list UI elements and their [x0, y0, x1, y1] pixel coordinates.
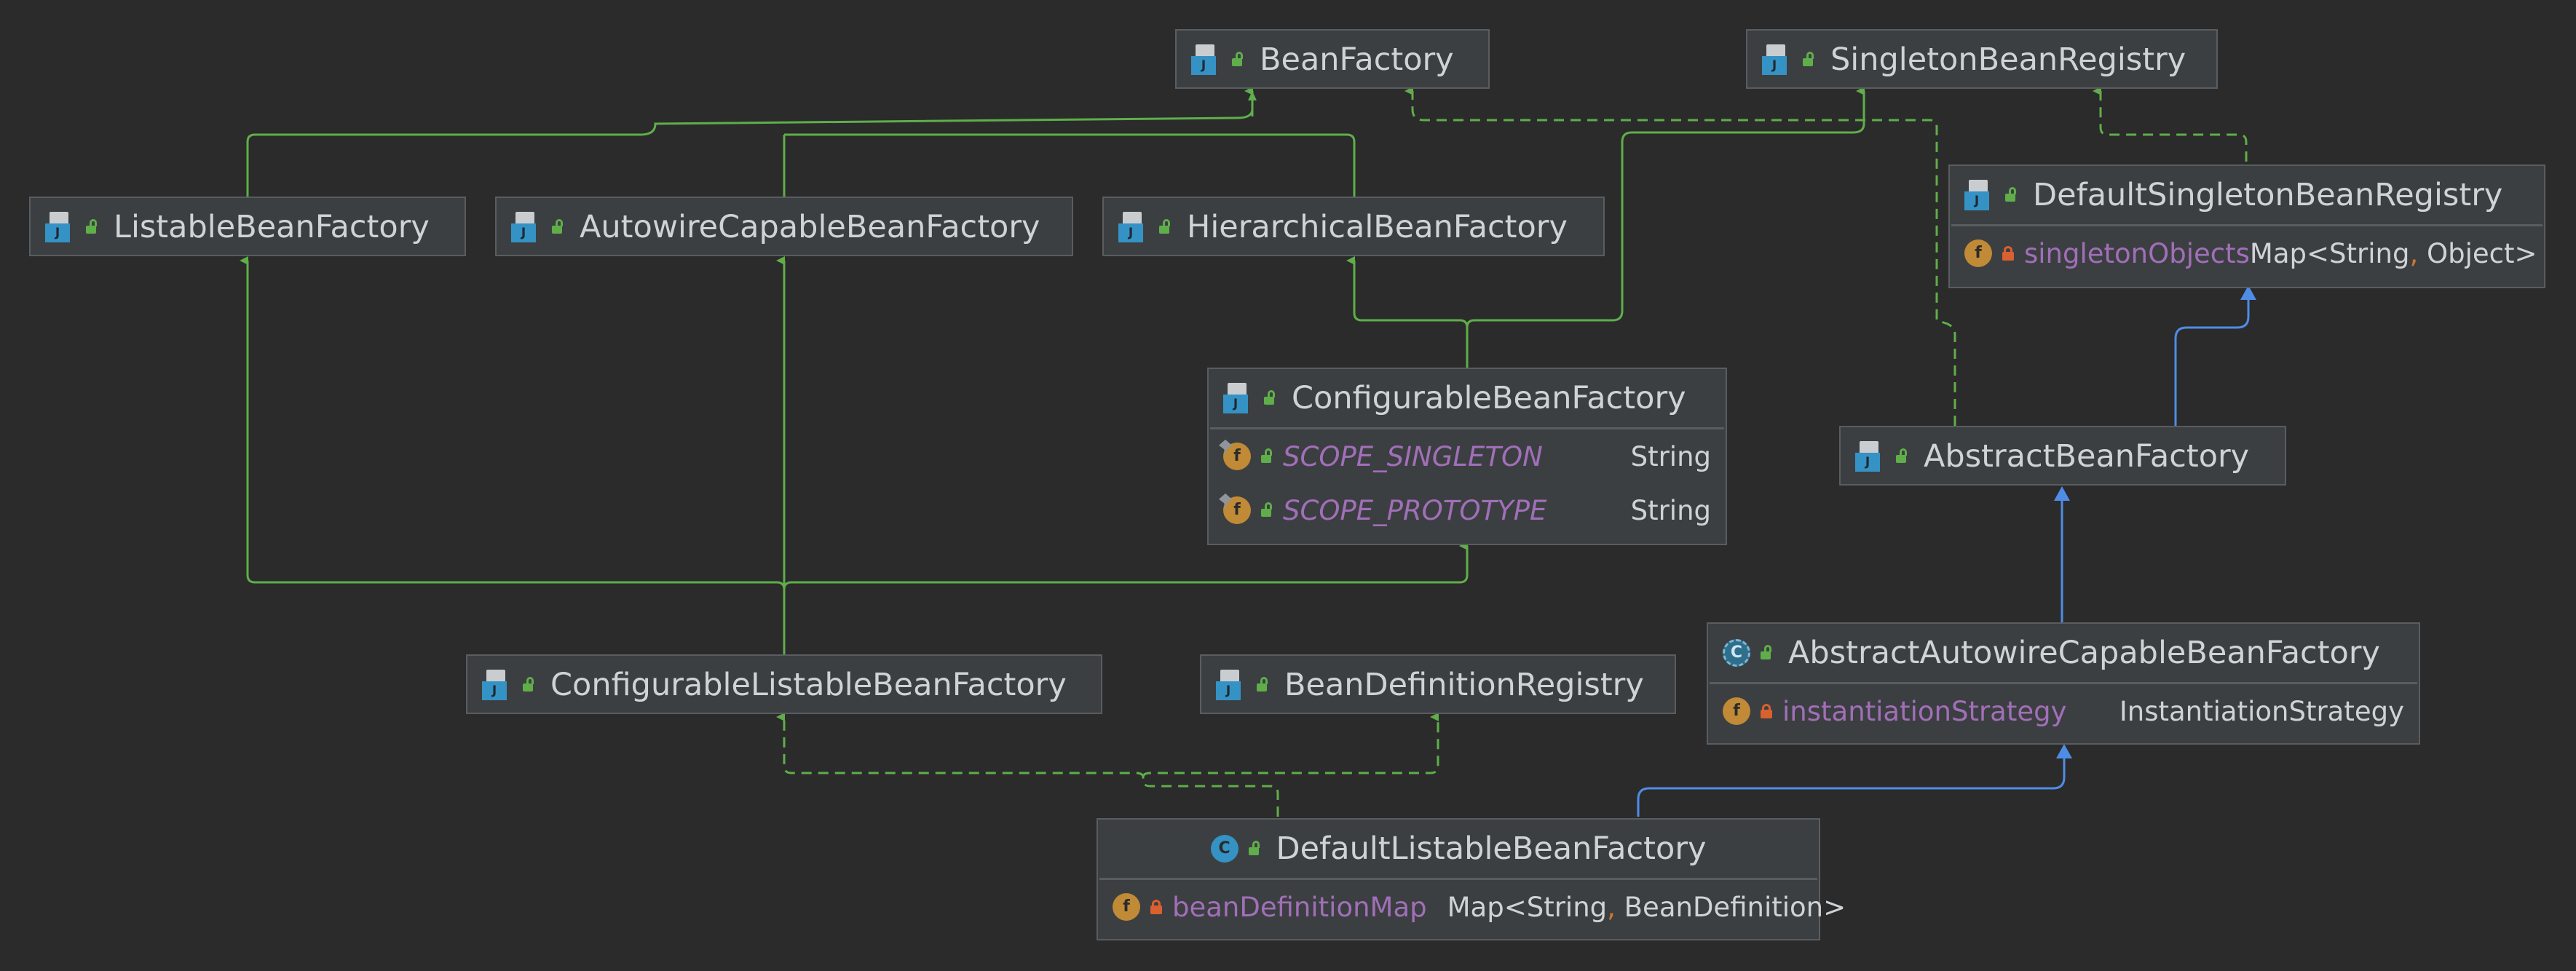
public-lock-icon [1264, 390, 1276, 405]
interface-icon: J [511, 212, 542, 242]
public-lock-icon [1248, 841, 1260, 855]
interface-icon: J [1118, 212, 1149, 242]
node-title: AbstractBeanFactory [1924, 438, 2250, 475]
edge-configurable-to-hierarchical [1346, 256, 1469, 368]
edge-hierarchical-to-beanfactory [784, 133, 1356, 197]
public-lock-icon [523, 677, 534, 691]
public-lock-icon [552, 219, 564, 234]
node-abstract-bean-factory[interactable]: J AbstractBeanFactory [1839, 426, 2286, 486]
edge-configurable-to-singletonregistry [1466, 87, 1865, 328]
node-title: DefaultListableBeanFactory [1276, 831, 1707, 867]
field-type: Map<String, BeanDefinition> [1447, 891, 1846, 923]
field-name: SCOPE_SINGLETON [1283, 440, 1543, 472]
private-lock-icon [2002, 246, 2014, 261]
field-type: String [1630, 494, 1711, 526]
field-name: SCOPE_PROTOTYPE [1283, 494, 1547, 526]
node-configurable-bean-factory[interactable]: J ConfigurableBeanFactory f SCOPE_SINGLE… [1207, 368, 1727, 545]
public-lock-icon [1159, 219, 1171, 234]
edge-defaultsingleton-to-singletonregistry [2093, 87, 2248, 162]
edge-defaultlistable-to-abstractautowire [1637, 757, 2066, 817]
node-listable-bean-factory[interactable]: J ListableBeanFactory [29, 197, 466, 256]
edge-defaultlistable-to-configlistable [776, 713, 1279, 817]
node-default-singleton-bean-registry[interactable]: J DefaultSingletonBeanRegistry f singlet… [1948, 165, 2545, 288]
node-title: DefaultSingletonBeanRegistry [2033, 177, 2503, 213]
divider [1099, 878, 1817, 880]
interface-icon: J [1855, 441, 1886, 472]
divider [1710, 682, 2417, 684]
public-lock-icon [1896, 448, 1908, 463]
divider [1951, 224, 2543, 226]
public-lock-icon [1261, 448, 1273, 463]
node-abstract-autowire-capable-bean-factory[interactable]: C AbstractAutowireCapableBeanFactory f i… [1707, 622, 2420, 745]
edge-listable-to-beanfactory [246, 91, 1254, 197]
field-name: beanDefinitionMap [1172, 891, 1427, 923]
node-autowire-capable-bean-factory[interactable]: J AutowireCapableBeanFactory [495, 197, 1073, 256]
public-lock-icon [2005, 187, 2017, 202]
node-title: ListableBeanFactory [114, 209, 430, 245]
interface-icon: J [1964, 180, 1995, 210]
field-row[interactable]: f SCOPE_SINGLETON String [1209, 429, 1726, 483]
node-title: SingletonBeanRegistry [1830, 41, 2186, 78]
field-row[interactable]: f instantiationStrategy InstantiationStr… [1708, 684, 2419, 738]
node-bean-definition-registry[interactable]: J BeanDefinitionRegistry [1200, 654, 1676, 714]
interface-icon: J [1191, 44, 1222, 75]
field-type: Map<String, Object> [2249, 237, 2537, 269]
node-title: BeanDefinitionRegistry [1284, 667, 1644, 703]
field-icon: f [1723, 697, 1750, 725]
class-icon: C [1210, 835, 1238, 863]
public-lock-icon [1803, 52, 1814, 66]
node-title: AutowireCapableBeanFactory [580, 209, 1040, 245]
interface-icon: J [45, 212, 76, 242]
field-type: InstantiationStrategy [2119, 695, 2404, 727]
node-default-listable-bean-factory[interactable]: C DefaultListableBeanFactory f beanDefin… [1097, 818, 1846, 940]
node-title: ConfigurableListableBeanFactory [550, 667, 1067, 703]
field-row[interactable]: f singletonObjects Map<String, Object> [1950, 226, 2544, 280]
field-row[interactable]: f SCOPE_PROTOTYPE String [1209, 483, 1726, 537]
field-icon: f [1113, 893, 1140, 921]
edge-abstractbf-to-defaultsingleton [2174, 300, 2250, 426]
static-field-icon: f [1219, 440, 1251, 470]
node-hierarchical-bean-factory[interactable]: J HierarchicalBeanFactory [1102, 197, 1605, 256]
node-title: HierarchicalBeanFactory [1187, 209, 1568, 245]
edge-configlistable-to-configurable [783, 542, 1469, 590]
node-title: BeanFactory [1260, 41, 1454, 78]
interface-icon: J [1223, 383, 1254, 413]
field-name: singletonObjects [2024, 237, 2250, 269]
static-field-icon: f [1219, 494, 1251, 524]
node-title: ConfigurableBeanFactory [1292, 380, 1686, 416]
interface-icon: J [1216, 670, 1246, 700]
private-lock-icon [1761, 704, 1772, 718]
node-configurable-listable-bean-factory[interactable]: J ConfigurableListableBeanFactory [466, 654, 1102, 714]
edge-defaultlistable-to-beandefregistry [1142, 713, 1439, 778]
abstract-class-icon: C [1723, 639, 1750, 667]
field-type: String [1630, 440, 1711, 472]
divider [1210, 427, 1724, 429]
edge-configlistable-to-listable [240, 256, 786, 655]
public-lock-icon [1257, 677, 1268, 691]
interface-icon: J [1762, 44, 1793, 75]
public-lock-icon [86, 219, 98, 234]
public-lock-icon [1761, 645, 1772, 659]
public-lock-icon [1232, 52, 1244, 66]
private-lock-icon [1150, 900, 1162, 914]
node-title: AbstractAutowireCapableBeanFactory [1788, 635, 2380, 671]
public-lock-icon [1261, 502, 1273, 517]
node-singleton-bean-registry[interactable]: J SingletonBeanRegistry [1746, 29, 2218, 89]
field-row[interactable]: f beanDefinitionMap Map<String, BeanDefi… [1098, 880, 1846, 934]
field-name: instantiationStrategy [1782, 695, 2067, 727]
node-bean-factory[interactable]: J BeanFactory [1175, 29, 1490, 89]
interface-icon: J [482, 670, 513, 700]
field-icon: f [1964, 239, 1992, 267]
